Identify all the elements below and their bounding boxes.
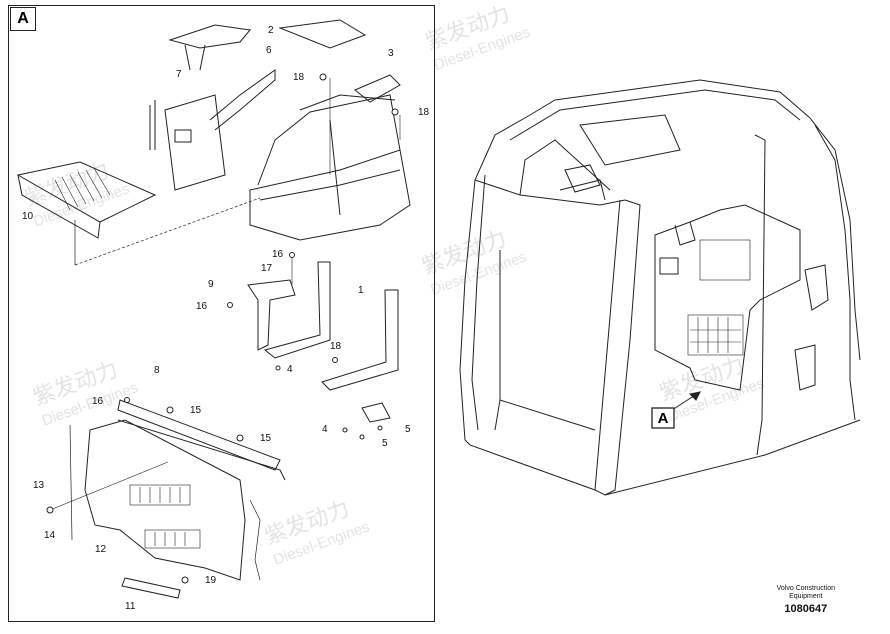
part-number: 15 [190, 405, 202, 416]
footer-block: Volvo Construction Equipment 1080647 [777, 585, 835, 615]
part-number: 4 [287, 364, 293, 375]
part-number: 2 [268, 25, 274, 36]
part-number: 8 [154, 365, 160, 376]
part-number: 19 [205, 575, 217, 586]
part-number: 16 [92, 396, 104, 407]
part-number: 6 [266, 45, 272, 56]
part-number: 5 [382, 438, 388, 449]
part-number: 14 [44, 530, 56, 541]
view-tag: A [10, 7, 36, 31]
detail-view-frame [8, 5, 435, 622]
brand-line-1: Volvo Construction [776, 585, 835, 592]
part-number: 7 [176, 69, 182, 80]
part-number: 15 [260, 433, 272, 444]
callout-label: A [658, 410, 669, 427]
cab-structure-drawing [459, 79, 861, 496]
part-number: 12 [95, 544, 107, 555]
exploded-parts-drawing [16, 19, 411, 599]
part-number: 13 [33, 480, 45, 491]
part-number: 3 [388, 48, 394, 59]
part-number-labels: 1 2 3 4 4 5 5 6 7 8 9 10 11 12 13 14 15 … [22, 25, 430, 612]
part-number: 18 [293, 72, 305, 83]
part-number: 5 [405, 424, 411, 435]
part-number: 16 [196, 301, 208, 312]
part-number: 10 [22, 211, 34, 222]
view-callout-a: A [651, 407, 675, 429]
brand-line-2: Equipment [789, 593, 823, 600]
part-number: 16 [272, 249, 284, 260]
part-number: 1 [358, 285, 364, 296]
document-number: 1080647 [784, 603, 828, 615]
part-number: 18 [418, 107, 430, 118]
part-number: 17 [261, 263, 273, 274]
part-number: 9 [208, 279, 214, 290]
part-number: 18 [330, 341, 342, 352]
part-number: 4 [322, 424, 328, 435]
part-number: 11 [125, 601, 136, 612]
